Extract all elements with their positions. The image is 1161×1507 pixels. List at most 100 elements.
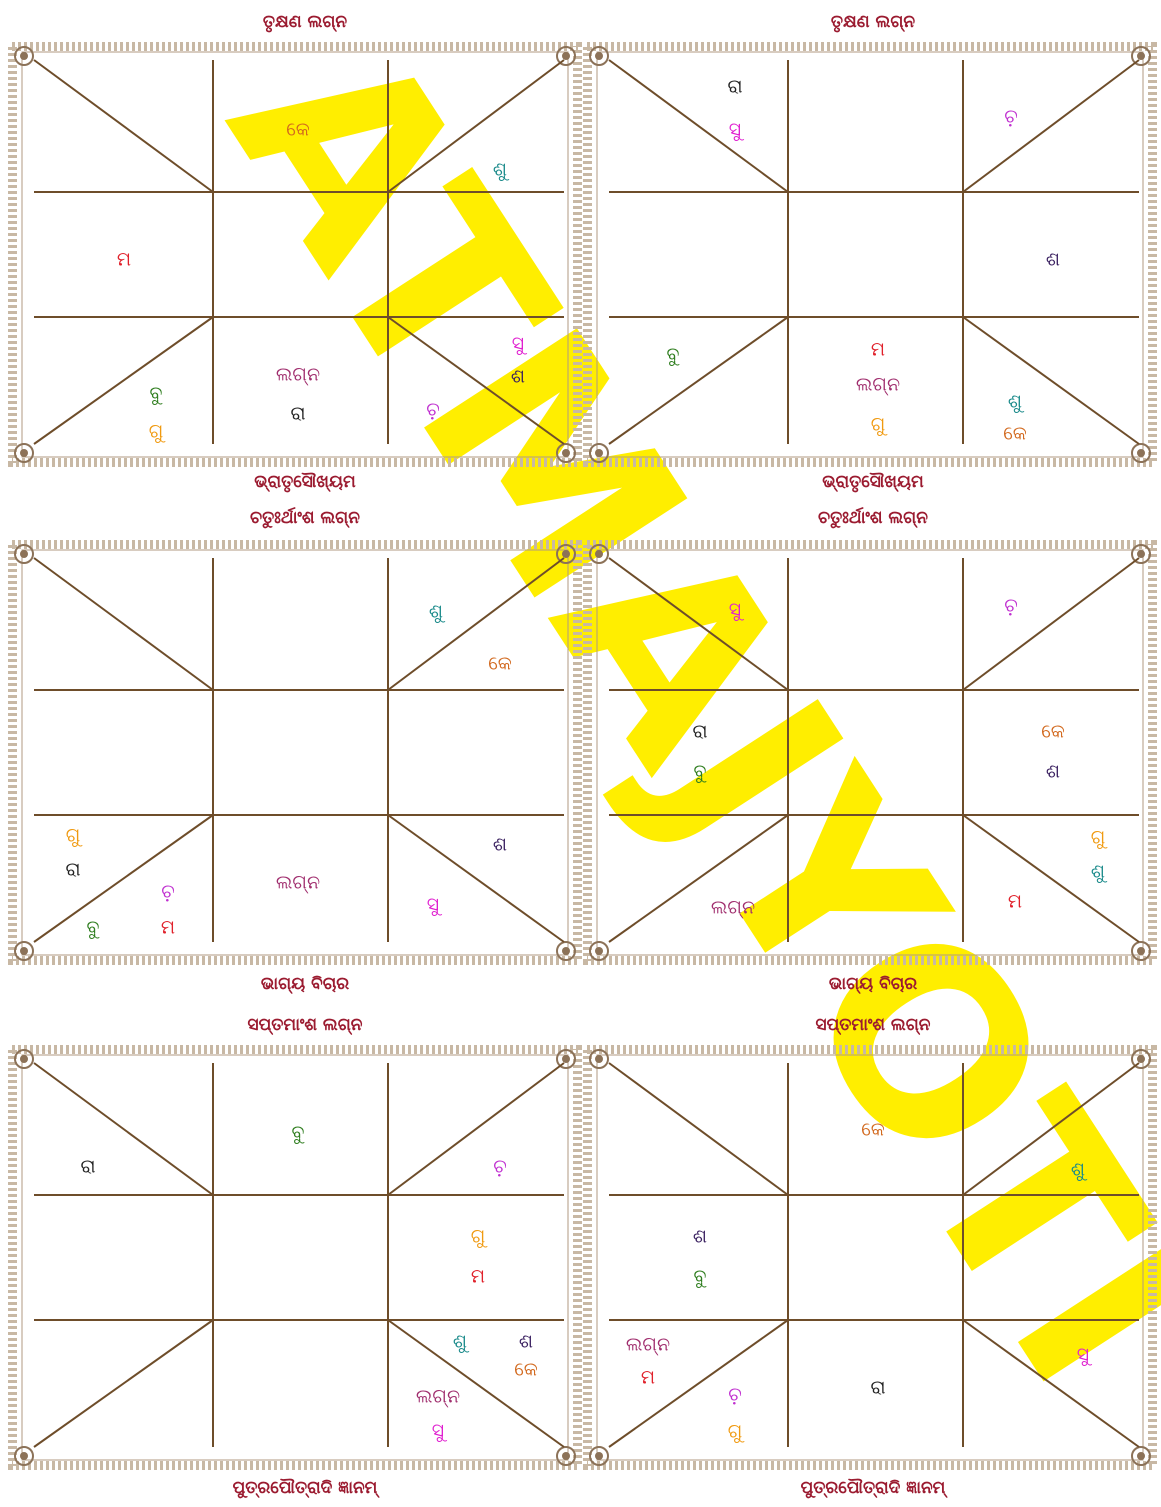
planet-label: ଚ଼ (1004, 108, 1018, 127)
chart-line (963, 558, 1139, 690)
planet-label: ଲଗ୍ନ (856, 376, 900, 395)
horoscope-chart-4: ସୁଚ଼ରାବୁକେଶଗୁଶୁଲଗ୍ନମ (583, 540, 1157, 965)
planet-label: ଶୁ (1008, 393, 1022, 412)
planet-label: ଶୁ (453, 1333, 467, 1352)
chart-line (34, 815, 213, 942)
planet-label: ସୁ (1077, 1346, 1089, 1365)
chart-line (963, 1320, 1139, 1447)
chart-3-subtitle-left: ପୁତ୍ରପୌତ୍ରାଦି ଜ୍ଞାନମ୍ (15, 1478, 595, 1498)
planet-label: ରା (870, 1379, 885, 1398)
chart-line (388, 60, 564, 192)
planet-label: ଲଗ୍ନ (711, 899, 755, 918)
planet-label: ରା (80, 1158, 95, 1177)
horoscope-chart-6: କେଶୁଶବୁଲଗ୍ନମସୁରାଚ଼ଗୁ (583, 1045, 1157, 1470)
planet-label: ଶ (511, 368, 525, 387)
chart-grid (583, 540, 1157, 965)
chart-1-subtitle-left: ଭ୍ରାତୃସୌଖ୍ୟମ (15, 472, 595, 492)
chart-line (34, 317, 213, 444)
planet-label: ଚ଼ (1004, 597, 1018, 616)
planet-label: ରା (290, 405, 305, 424)
planet-label: ସୁ (432, 1422, 444, 1441)
chart-2-subtitle-right: ଭାଗ୍ୟ ବିଚାର (583, 974, 1161, 994)
planet-label: ଶ (493, 836, 507, 855)
corner-flourish-dot (1137, 947, 1145, 955)
corner-flourish-dot (20, 1055, 28, 1063)
planet-label: ଶୁ (1091, 863, 1105, 882)
planet-label: କେ (514, 1361, 538, 1380)
corner-flourish-dot (562, 550, 570, 558)
chart-line (388, 1063, 564, 1195)
corner-flourish-dot (595, 449, 603, 457)
chart-2-subtitle-left: ଭାଗ୍ୟ ବିଚାର (15, 974, 595, 994)
planet-label: ଚ଼ (728, 1386, 742, 1405)
chart-line (609, 60, 788, 192)
chart-grid (583, 1045, 1157, 1470)
planet-label: ଶ (1046, 763, 1060, 782)
chart-line (388, 1320, 564, 1447)
chart-line (609, 1063, 788, 1195)
planet-label: ମ (161, 919, 175, 938)
planet-label: ଶୁ (429, 603, 443, 622)
corner-flourish-dot (20, 449, 28, 457)
chart-line (963, 815, 1139, 942)
planet-label: ସୁ (729, 121, 741, 140)
chart-line (609, 558, 788, 690)
chart-line (34, 60, 213, 192)
chart-1-subtitle-right: ଭ୍ରାତୃସୌଖ୍ୟମ (583, 472, 1161, 492)
planet-label: ଗୁ (471, 1228, 486, 1247)
chart-line (963, 317, 1139, 444)
horoscope-chart-1: କେଶୁମସୁଶଲଗ୍ନରାବୁଗୁଚ଼ (8, 42, 582, 467)
planet-label: ରା (727, 78, 742, 97)
planet-label: ଶ (693, 1228, 707, 1247)
corner-flourish-dot (1137, 1452, 1145, 1460)
planet-label: ମ (117, 251, 131, 270)
chart-3-title-right: ସପ୍ତମାଂଶ ଲଗ୍ନ (583, 1015, 1161, 1035)
planet-label: ବୁ (694, 1268, 707, 1287)
corner-flourish-dot (595, 52, 603, 60)
chart-2-title-left: ଚତୁଃର୍ଥାଂଶ ଲଗ୍ନ (15, 508, 595, 528)
chart-line (963, 60, 1139, 192)
planet-label: ମ (471, 1268, 485, 1287)
corner-flourish-dot (562, 1452, 570, 1460)
chart-line (609, 815, 788, 942)
corner-flourish-dot (562, 947, 570, 955)
planet-label: ମ (1008, 893, 1022, 912)
chart-line (388, 317, 564, 444)
corner-flourish-dot (20, 1452, 28, 1460)
horoscope-chart-5: ବୁରାଚ଼ଗୁମଶୁଶକେଲଗ୍ନସୁ (8, 1045, 582, 1470)
corner-flourish-dot (595, 1055, 603, 1063)
planet-label: ବୁ (292, 1124, 305, 1143)
planet-label: ସୁ (512, 335, 524, 354)
corner-flourish-dot (562, 1055, 570, 1063)
chart-line (963, 1063, 1139, 1195)
chart-line (34, 558, 213, 690)
planet-label: ବୁ (667, 346, 680, 365)
corner-flourish-dot (1137, 449, 1145, 457)
planet-label: ଲଗ୍ନ (416, 1388, 460, 1407)
chart-line (388, 815, 564, 942)
planet-label: ବୁ (150, 385, 163, 404)
corner-flourish-dot (1137, 52, 1145, 60)
planet-label: କେ (286, 121, 310, 140)
planet-label: ଲଗ୍ନ (276, 874, 320, 893)
corner-flourish-dot (1137, 550, 1145, 558)
planet-label: ବୁ (87, 919, 100, 938)
corner-flourish-dot (595, 550, 603, 558)
chart-1-title-right: ତୃକ୍ଷଣ ଲଗ୍ନ (583, 12, 1161, 32)
corner-flourish-dot (595, 947, 603, 955)
planet-label: ଶୁ (493, 161, 507, 180)
planet-label: ରା (692, 723, 707, 742)
planet-label: କେ (488, 655, 512, 674)
planet-label: ଚ଼ (161, 883, 175, 902)
planet-label: ଶ (1046, 251, 1060, 270)
corner-flourish-dot (20, 947, 28, 955)
planet-label: ରା (65, 861, 80, 880)
chart-grid (8, 540, 582, 965)
corner-flourish-dot (1137, 1055, 1145, 1063)
chart-line (609, 317, 788, 444)
planet-label: କେ (1041, 723, 1065, 742)
chart-grid (8, 1045, 582, 1470)
planet-label: ଲଗ୍ନ (626, 1336, 670, 1355)
